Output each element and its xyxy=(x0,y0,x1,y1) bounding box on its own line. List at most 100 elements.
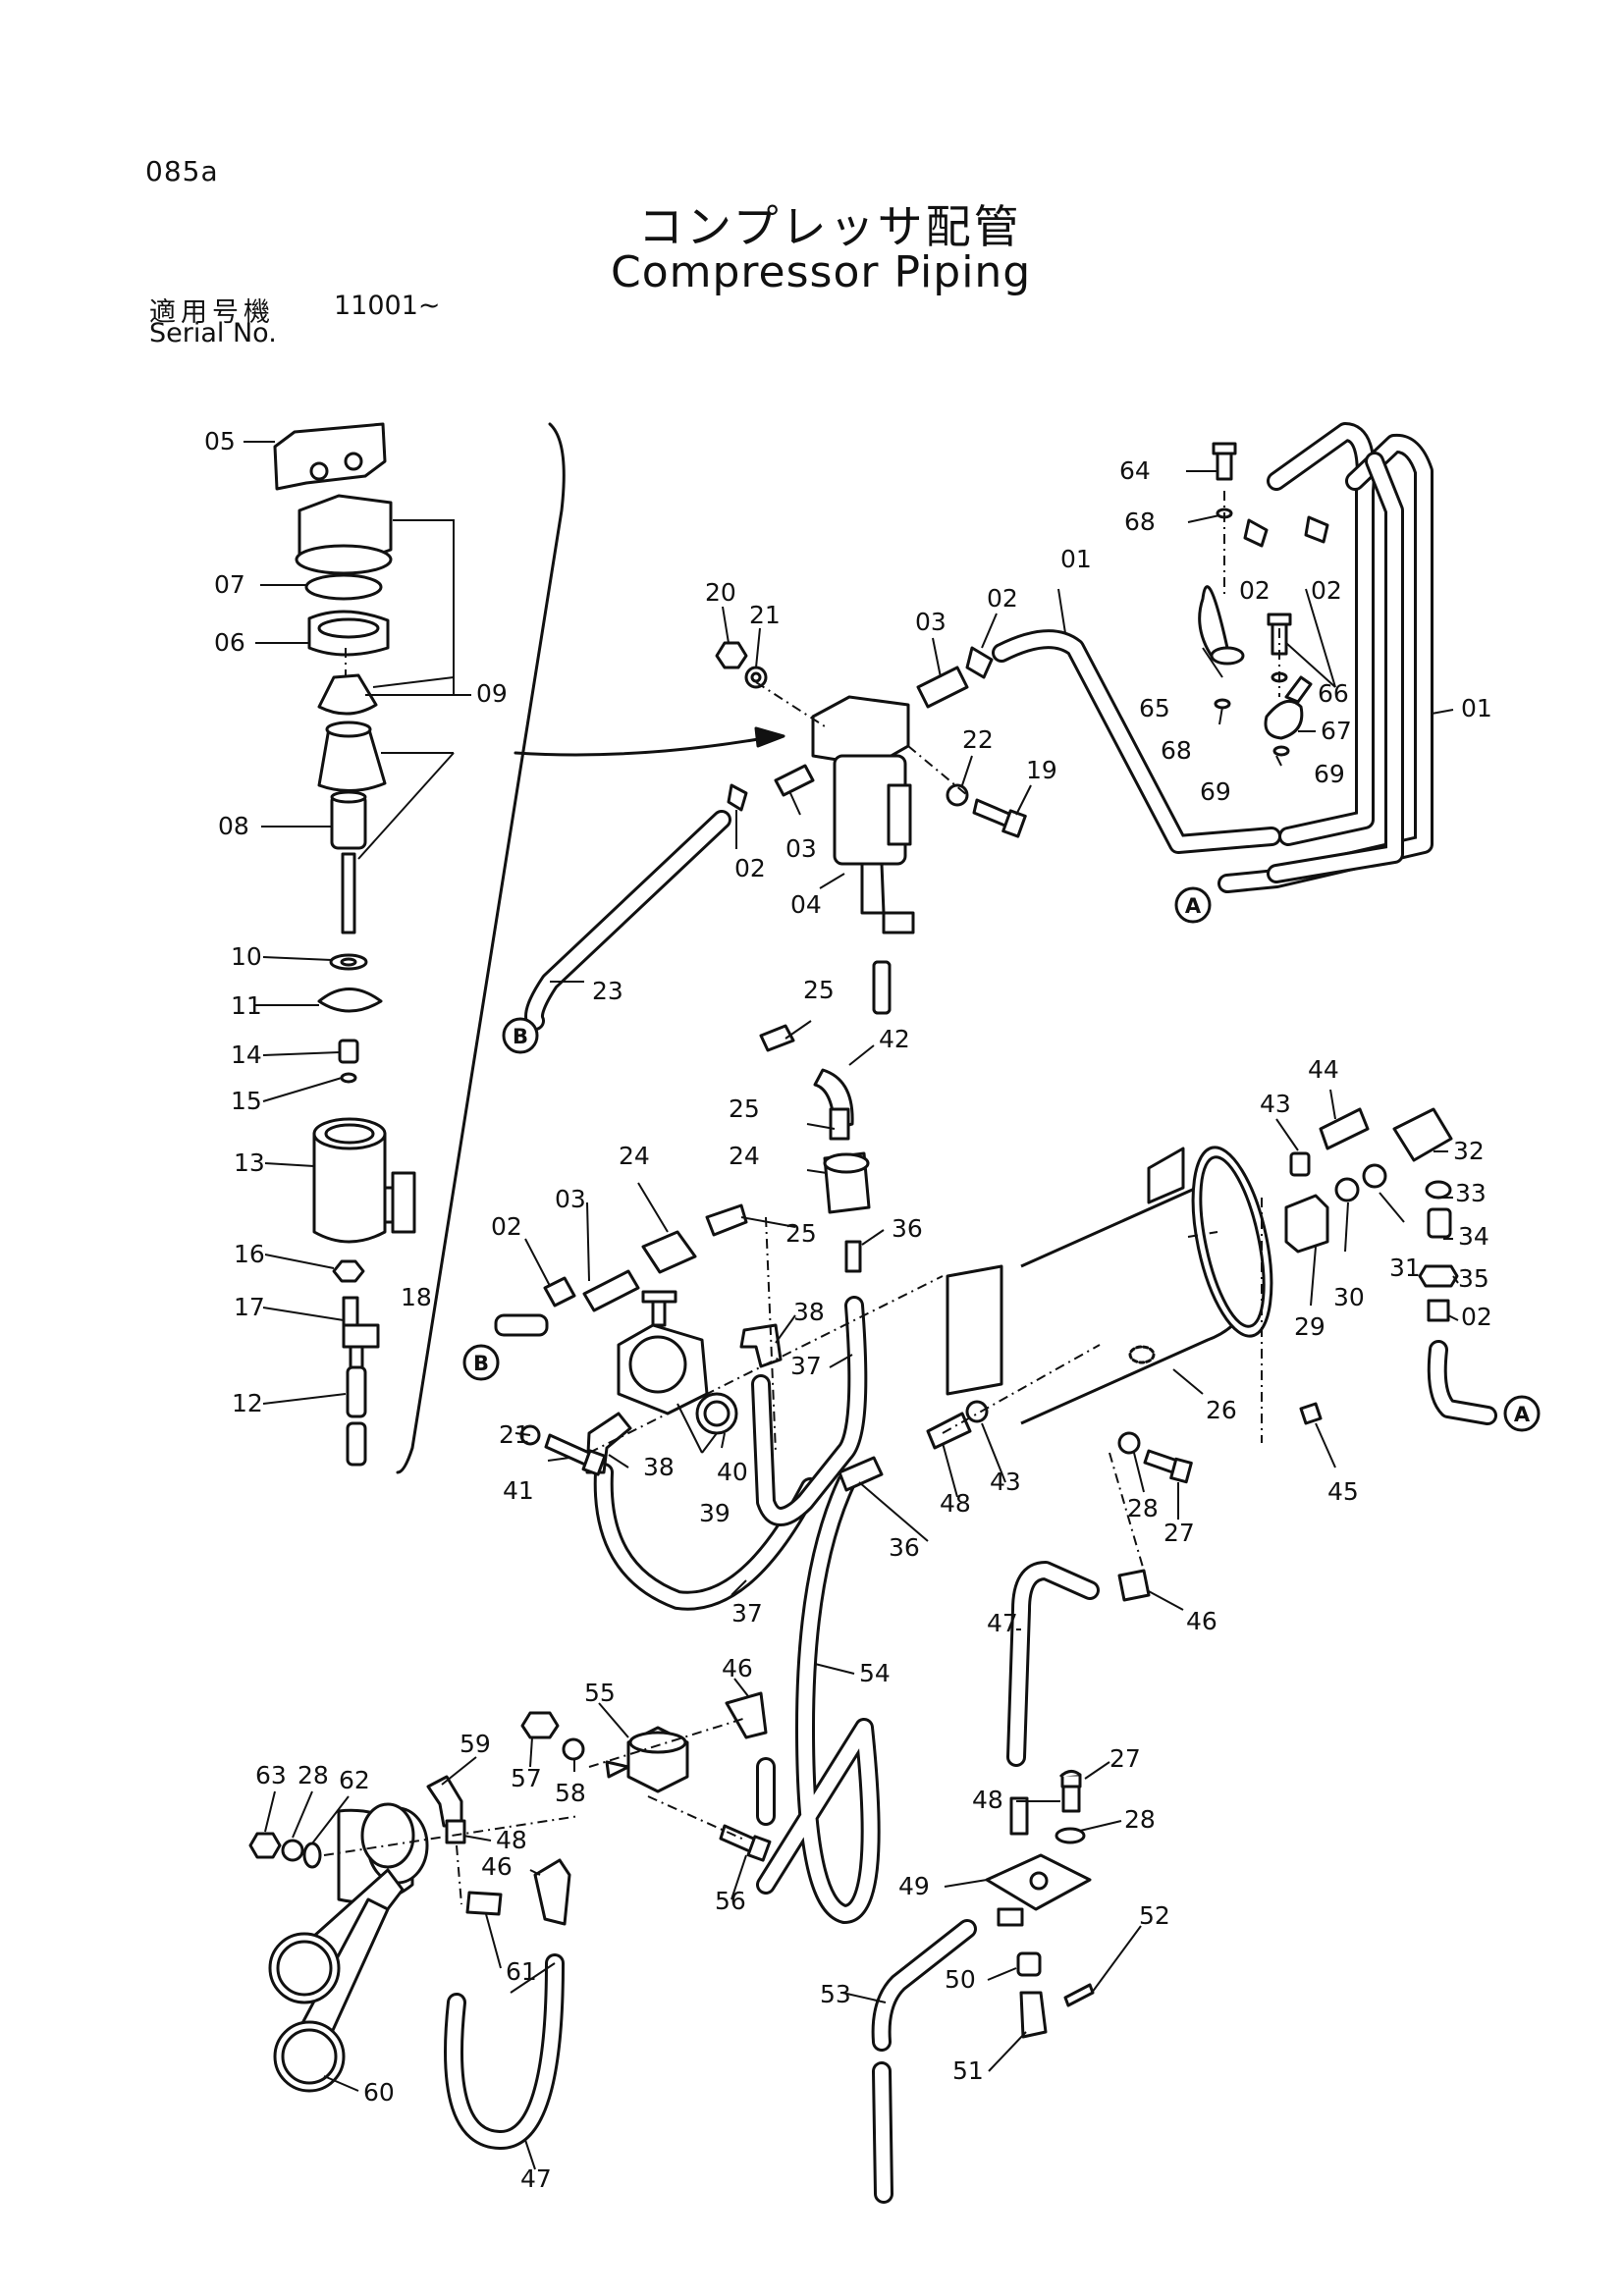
part-label-40: 40 xyxy=(717,1458,748,1486)
part-label-53: 53 xyxy=(820,1980,851,2008)
part-label-47-bottom: 47 xyxy=(520,2164,552,2193)
serial-range: 11001~ xyxy=(334,291,441,321)
ref-b-top: B xyxy=(513,1025,528,1048)
part-label-17: 17 xyxy=(234,1293,265,1321)
part-label-39: 39 xyxy=(699,1499,730,1527)
part-label-47-right: 47 xyxy=(987,1609,1018,1637)
part-label-58: 58 xyxy=(555,1779,586,1807)
part-label-59: 59 xyxy=(460,1730,491,1758)
part-label-56: 56 xyxy=(715,1887,746,1915)
part-label-03-top: 03 xyxy=(915,608,947,636)
part-number-labels: 05 07 06 09 08 10 11 14 15 13 18 16 17 1… xyxy=(204,427,1492,2193)
part-label-33: 33 xyxy=(1455,1179,1487,1207)
part-label-20: 20 xyxy=(705,578,736,607)
part-label-02-banjo-right: 02 xyxy=(1311,576,1342,605)
part-label-48-lower: 48 xyxy=(972,1786,1003,1814)
ref-a-bottom: A xyxy=(1514,1403,1531,1426)
part-label-03-lower: 03 xyxy=(555,1185,586,1213)
ref-b-top-circle xyxy=(502,1017,539,1054)
ref-a-top: A xyxy=(1185,894,1202,918)
part-label-24-left: 24 xyxy=(619,1142,650,1170)
part-label-60: 60 xyxy=(363,2078,395,2107)
part-label-27-lower: 27 xyxy=(1109,1744,1141,1773)
part-label-10: 10 xyxy=(231,942,262,971)
part-label-66: 66 xyxy=(1318,679,1349,708)
part-label-28-mid: 28 xyxy=(1127,1494,1159,1522)
serial-label-japanese: 適用号機 xyxy=(149,297,275,328)
part-label-02-banjo-left: 02 xyxy=(1239,576,1271,605)
ref-a-bottom-circle xyxy=(1503,1395,1541,1432)
part-label-50: 50 xyxy=(945,1965,976,1994)
part-label-13: 13 xyxy=(234,1148,265,1177)
page-title-japanese: コンプレッサ配管 xyxy=(638,200,1022,253)
part-label-25-mid: 25 xyxy=(729,1095,760,1123)
part-label-09: 09 xyxy=(476,679,508,708)
part-label-34: 34 xyxy=(1458,1222,1489,1251)
part-label-02-lower: 02 xyxy=(491,1212,522,1241)
part-label-04: 04 xyxy=(790,890,822,919)
part-label-30: 30 xyxy=(1333,1283,1365,1311)
part-label-28-left: 28 xyxy=(298,1761,329,1789)
banjo-fittings xyxy=(1198,442,1329,757)
part-label-02-top: 02 xyxy=(987,584,1018,613)
part-label-11: 11 xyxy=(231,991,262,1020)
pressure-regulator xyxy=(519,1290,783,1476)
part-label-18: 18 xyxy=(401,1283,432,1311)
part-label-64: 64 xyxy=(1119,456,1151,485)
part-label-02-left: 02 xyxy=(734,854,766,882)
serial-label-english: Serial No. xyxy=(149,318,277,348)
assembly-arrow xyxy=(514,734,778,757)
page-code: 085a xyxy=(145,155,219,187)
part-label-35: 35 xyxy=(1458,1264,1489,1293)
ref-a-top-circle xyxy=(1174,886,1212,924)
part-label-42: 42 xyxy=(879,1025,910,1053)
part-label-51: 51 xyxy=(952,2056,984,2085)
part-label-68-bottom: 68 xyxy=(1161,736,1192,765)
part-label-48-left: 48 xyxy=(496,1826,527,1854)
part-label-46-left: 46 xyxy=(481,1852,513,1881)
part-label-69-right: 69 xyxy=(1314,760,1345,788)
part-label-57: 57 xyxy=(511,1764,542,1792)
page-title-english: Compressor Piping xyxy=(611,247,1032,297)
part-label-36-top: 36 xyxy=(892,1214,923,1243)
part-label-23: 23 xyxy=(592,977,623,1005)
part-label-65: 65 xyxy=(1139,694,1170,722)
part-label-12: 12 xyxy=(232,1389,263,1417)
part-label-46-right: 46 xyxy=(1186,1607,1217,1635)
part-label-36-lower: 36 xyxy=(889,1533,920,1562)
part-label-27-mid: 27 xyxy=(1163,1519,1195,1547)
hoses xyxy=(444,422,1497,2204)
part-label-68-top: 68 xyxy=(1124,507,1156,536)
part-label-06: 06 xyxy=(214,628,245,657)
part-label-69-left: 69 xyxy=(1200,777,1231,806)
part-label-45: 45 xyxy=(1327,1477,1359,1506)
part-label-01-right: 01 xyxy=(1461,694,1492,722)
exploded-filter-assembly xyxy=(273,422,471,1467)
part-label-41: 41 xyxy=(503,1476,534,1505)
air-filter-assembly xyxy=(715,641,1027,1015)
part-label-32: 32 xyxy=(1453,1137,1485,1165)
part-label-54: 54 xyxy=(859,1659,891,1687)
part-label-22: 22 xyxy=(962,725,994,754)
leader-lines xyxy=(243,441,1459,2170)
part-label-26: 26 xyxy=(1206,1396,1237,1424)
part-label-25-lower: 25 xyxy=(785,1219,817,1248)
part-label-28-lower: 28 xyxy=(1124,1805,1156,1834)
air-tank xyxy=(946,1146,1329,1425)
part-label-21-lower: 21 xyxy=(499,1420,530,1449)
part-label-61: 61 xyxy=(506,1957,537,1986)
part-label-67: 67 xyxy=(1321,717,1352,745)
part-label-03-left: 03 xyxy=(785,834,817,863)
part-label-24-right: 24 xyxy=(729,1142,760,1170)
part-label-25-top: 25 xyxy=(803,976,835,1004)
connection-reference-markers: A A B B xyxy=(462,886,1541,1432)
part-label-38-right: 38 xyxy=(793,1298,825,1326)
mid-fittings xyxy=(543,1024,1459,1602)
part-label-05: 05 xyxy=(204,427,236,455)
part-label-46-top: 46 xyxy=(722,1654,753,1682)
ref-b-bottom: B xyxy=(473,1352,489,1375)
part-label-02-right: 02 xyxy=(1461,1303,1492,1331)
part-label-16: 16 xyxy=(234,1240,265,1268)
part-label-49: 49 xyxy=(898,1872,930,1900)
